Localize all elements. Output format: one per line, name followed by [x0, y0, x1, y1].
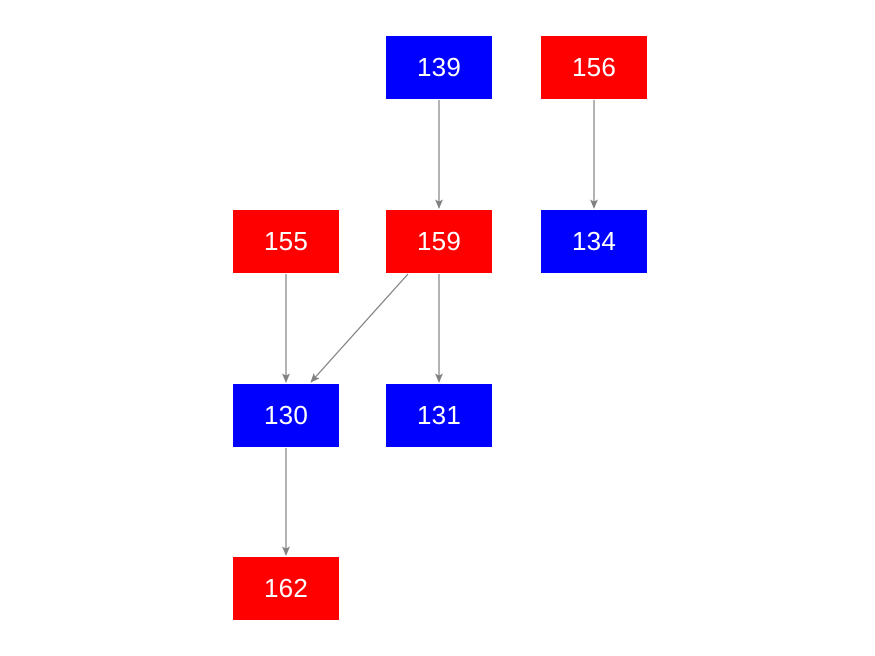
- graph-node-162[interactable]: 162: [233, 557, 339, 620]
- graph-node-139[interactable]: 139: [386, 36, 492, 99]
- graph-node-label: 130: [264, 399, 308, 430]
- graph-node-label: 139: [417, 51, 461, 82]
- graph-node-156[interactable]: 156: [541, 36, 647, 99]
- graph-node-155[interactable]: 155: [233, 210, 339, 273]
- graph-node-label: 155: [264, 225, 308, 256]
- graph-node-label: 134: [572, 225, 616, 256]
- edge-159-to-130: [310, 273, 409, 383]
- graph-node-131[interactable]: 131: [386, 384, 492, 447]
- graph-node-label: 156: [572, 51, 616, 82]
- graph-node-label: 159: [417, 225, 461, 256]
- graph-node-134[interactable]: 134: [541, 210, 647, 273]
- graph-node-130[interactable]: 130: [233, 384, 339, 447]
- graph-node-label: 162: [264, 572, 308, 603]
- edges-group: [282, 100, 598, 556]
- graph-node-159[interactable]: 159: [386, 210, 492, 273]
- graph-node-label: 131: [417, 399, 461, 430]
